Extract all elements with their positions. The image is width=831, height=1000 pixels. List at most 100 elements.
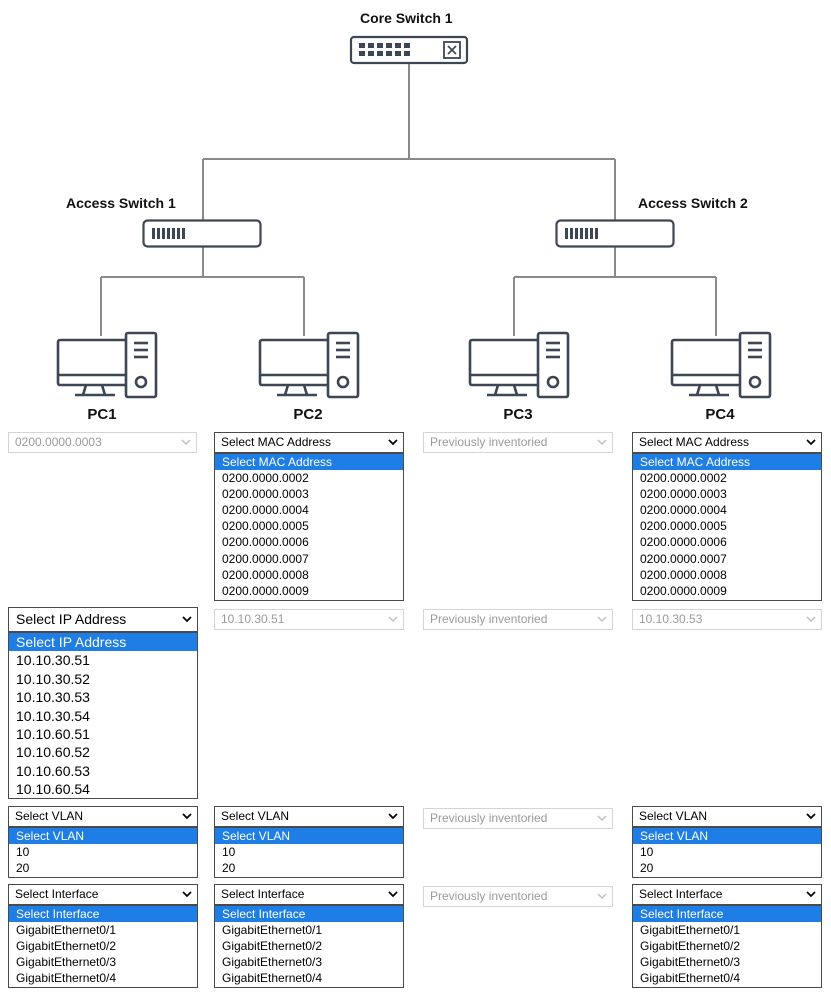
pc1-mac-value: 0200.0000.0003 <box>15 435 102 449</box>
option[interactable]: 0200.0000.0008 <box>222 567 309 582</box>
option[interactable]: GigabitEthernet0/4 <box>16 971 117 986</box>
pc1-ip-options[interactable]: Select IP Address 10.10.30.51 10.10.30.5… <box>8 632 198 799</box>
pc3-ip-select: Previously inventoried <box>423 609 613 630</box>
pc2-interface-select[interactable]: Select Interface <box>214 884 404 905</box>
pc2-mac-options[interactable]: Select MAC Address 0200.0000.0002 0200.0… <box>214 453 404 601</box>
pc3-vlan-value: Previously inventoried <box>430 811 548 825</box>
option[interactable]: 10.10.60.53 <box>16 762 90 779</box>
chevron-down-icon <box>388 439 398 446</box>
option[interactable]: 10.10.30.53 <box>16 689 90 706</box>
switch-icon[interactable] <box>349 35 469 65</box>
computer-icon[interactable] <box>257 331 361 401</box>
pc4-mac-select[interactable]: Select MAC Address <box>632 432 822 453</box>
option[interactable]: 0200.0000.0006 <box>222 535 309 550</box>
computer-icon[interactable] <box>669 331 773 401</box>
chevron-down-icon <box>388 616 398 623</box>
chevron-down-icon <box>597 893 607 900</box>
pc4-interface-options[interactable]: Select Interface GigabitEthernet0/1 Giga… <box>632 905 822 988</box>
pc1-vlan-options[interactable]: Select VLAN 10 20 <box>8 827 198 878</box>
pc1-interface-options[interactable]: Select Interface GigabitEthernet0/1 Giga… <box>8 905 198 988</box>
option[interactable]: 10.10.30.54 <box>16 707 90 724</box>
pc1-ip-select[interactable]: Select IP Address <box>8 607 198 632</box>
pc4-mac-options[interactable]: Select MAC Address 0200.0000.0002 0200.0… <box>632 453 822 601</box>
option[interactable]: 0200.0000.0002 <box>640 471 727 486</box>
pc3-label: PC3 <box>503 406 533 423</box>
option[interactable]: 0200.0000.0009 <box>222 583 309 598</box>
pc1-vlan-select[interactable]: Select VLAN <box>8 806 198 827</box>
pc4-vlan-value: Select VLAN <box>639 809 708 823</box>
option[interactable]: GigabitEthernet0/3 <box>16 955 117 970</box>
computer-icon[interactable] <box>467 331 571 401</box>
option[interactable]: 0200.0000.0004 <box>640 503 727 518</box>
pc2-vlan-options[interactable]: Select VLAN 10 20 <box>214 827 404 878</box>
option[interactable]: Select MAC Address <box>633 454 821 471</box>
pc3-interface-value: Previously inventoried <box>430 889 548 903</box>
option[interactable]: 10.10.30.51 <box>16 652 90 669</box>
pc1-vlan-value: Select VLAN <box>15 809 84 823</box>
access-switch-2-label: Access Switch 2 <box>638 195 748 211</box>
option[interactable]: Select VLAN <box>9 828 197 845</box>
pc2-label: PC2 <box>293 406 323 423</box>
pc1-interface-select[interactable]: Select Interface <box>8 884 198 905</box>
pc2-ip-value: 10.10.30.51 <box>221 612 285 626</box>
option[interactable]: GigabitEthernet0/4 <box>640 971 741 986</box>
option[interactable]: GigabitEthernet0/3 <box>640 955 741 970</box>
chevron-down-icon <box>806 439 816 446</box>
option[interactable]: 0200.0000.0007 <box>222 551 309 566</box>
option[interactable]: 0200.0000.0005 <box>640 519 727 534</box>
option[interactable]: 0200.0000.0008 <box>640 567 727 582</box>
option[interactable]: GigabitEthernet0/3 <box>222 955 323 970</box>
chevron-down-icon <box>388 891 398 898</box>
option[interactable]: 20 <box>16 861 30 876</box>
option[interactable]: 10 <box>16 845 30 860</box>
option[interactable]: Select VLAN <box>215 828 403 845</box>
option[interactable]: 20 <box>640 861 654 876</box>
option[interactable]: 0200.0000.0007 <box>640 551 727 566</box>
option[interactable]: GigabitEthernet0/4 <box>222 971 323 986</box>
option[interactable]: Select Interface <box>215 906 403 923</box>
option[interactable]: GigabitEthernet0/2 <box>222 939 323 954</box>
pc4-vlan-options[interactable]: Select VLAN 10 20 <box>632 827 822 878</box>
option[interactable]: GigabitEthernet0/2 <box>16 939 117 954</box>
option[interactable]: 0200.0000.0003 <box>222 487 309 502</box>
pc4-ip-value: 10.10.30.53 <box>639 612 703 626</box>
pc2-vlan-value: Select VLAN <box>221 809 290 823</box>
switch-icon[interactable] <box>555 219 675 248</box>
option[interactable]: 0200.0000.0005 <box>222 519 309 534</box>
option[interactable]: Select MAC Address <box>215 454 403 471</box>
option[interactable]: 20 <box>222 861 236 876</box>
option[interactable]: 10.10.60.52 <box>16 744 90 761</box>
pc2-mac-select[interactable]: Select MAC Address <box>214 432 404 453</box>
chevron-down-icon <box>388 813 398 820</box>
switch-icon[interactable] <box>142 219 262 248</box>
option[interactable]: 0200.0000.0004 <box>222 503 309 518</box>
pc4-interface-select[interactable]: Select Interface <box>632 884 822 905</box>
option[interactable]: 0200.0000.0006 <box>640 535 727 550</box>
option[interactable]: 10 <box>640 845 654 860</box>
pc2-ip-select: 10.10.30.51 <box>214 609 404 630</box>
option[interactable]: 10.10.30.52 <box>16 670 90 687</box>
option[interactable]: 10.10.60.54 <box>16 781 90 798</box>
option[interactable]: GigabitEthernet0/1 <box>16 923 117 938</box>
pc4-mac-value: Select MAC Address <box>639 435 750 449</box>
option[interactable]: 0200.0000.0003 <box>640 487 727 502</box>
chevron-down-icon <box>597 815 607 822</box>
option[interactable]: 10 <box>222 845 236 860</box>
option[interactable]: GigabitEthernet0/2 <box>640 939 741 954</box>
option[interactable]: 10.10.60.51 <box>16 725 90 742</box>
pc2-interface-options[interactable]: Select Interface GigabitEthernet0/1 Giga… <box>214 905 404 988</box>
option[interactable]: Select Interface <box>633 906 821 923</box>
option[interactable]: 0200.0000.0002 <box>222 471 309 486</box>
pc4-interface-value: Select Interface <box>639 887 723 901</box>
pc1-mac-select: 0200.0000.0003 <box>8 432 197 453</box>
option[interactable]: Select IP Address <box>9 633 197 652</box>
option[interactable]: Select Interface <box>9 906 197 923</box>
pc4-vlan-select[interactable]: Select VLAN <box>632 806 822 827</box>
pc2-vlan-select[interactable]: Select VLAN <box>214 806 404 827</box>
pc3-mac-select: Previously inventoried <box>423 432 613 453</box>
option[interactable]: 0200.0000.0009 <box>640 583 727 598</box>
option[interactable]: GigabitEthernet0/1 <box>222 923 323 938</box>
computer-icon[interactable] <box>55 331 159 401</box>
option[interactable]: Select VLAN <box>633 828 821 845</box>
option[interactable]: GigabitEthernet0/1 <box>640 923 741 938</box>
